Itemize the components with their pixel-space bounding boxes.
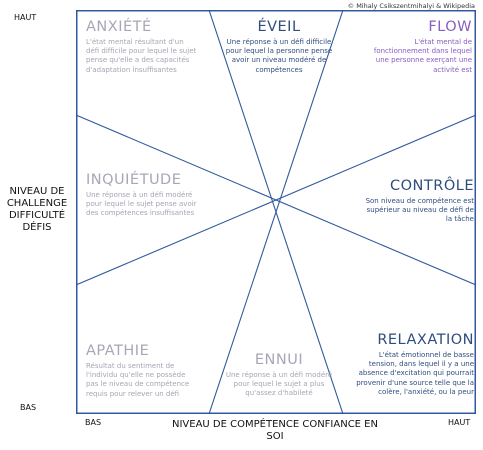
y-axis-low-label: BAS xyxy=(20,403,37,412)
x-axis-high-label: HAUT xyxy=(448,418,471,427)
credit-text: © Mihaly Csikszentmihalyi & Wikipedia xyxy=(347,2,475,10)
zone-flow: FLOW L'état mental de fonctionnement dan… xyxy=(360,19,472,75)
zone-description: Une réponse à un défi modéré pour lequel… xyxy=(86,191,197,218)
x-axis-title: NIVEAU DE COMPÉTENCE CONFIANCE EN SOI xyxy=(172,419,378,442)
zone-title: RELAXATION xyxy=(377,332,474,348)
zone-description: Son niveau de compétence est supérieur a… xyxy=(365,197,474,224)
y-axis-high-label: HAUT xyxy=(14,13,37,22)
zone-controle: CONTRÔLE Son niveau de compétence est su… xyxy=(362,178,474,225)
zone-relaxation: RELAXATION L'état émotionnel de basse te… xyxy=(356,332,474,397)
y-axis-title: NIVEAU DE CHALLENGE DIFFICULTÉ DÉFIS xyxy=(6,186,68,233)
divider-diagonal-2 xyxy=(76,114,476,286)
zone-anxiete: ANXIÉTÉ L'état mental résultant d'un déf… xyxy=(86,19,198,75)
zone-description: L'état émotionnel de basse tension, dans… xyxy=(356,351,474,396)
zone-title: CONTRÔLE xyxy=(390,178,474,194)
zone-description: Une réponse à un défi difficile pour leq… xyxy=(225,38,333,74)
divider-steep-2 xyxy=(208,10,344,414)
zone-title: ÉVEIL xyxy=(257,19,301,35)
zone-eveil: ÉVEIL Une réponse à un défi difficile po… xyxy=(222,19,336,75)
zone-title: FLOW xyxy=(428,19,472,35)
zone-description: L'état mental résultant d'un défi diffic… xyxy=(86,38,197,74)
diagram-frame xyxy=(76,10,476,414)
flow-diagram xyxy=(76,10,476,414)
zone-apathie: APATHIE Résultat du sentiment de l'indiv… xyxy=(86,343,198,399)
x-axis-low-label: BAS xyxy=(85,418,102,427)
zone-title: ENNUI xyxy=(254,352,304,368)
zone-ennui: ENNUI Une réponse à un défi modéré pour … xyxy=(222,352,336,399)
zone-description: Résultat du sentiment de l'individu qu'e… xyxy=(86,362,190,398)
zone-description: L'état mental de fonctionnement dans leq… xyxy=(373,38,472,74)
zone-title: INQUIÉTUDE xyxy=(86,172,182,188)
zone-title: APATHIE xyxy=(86,343,150,359)
zone-inquietude: INQUIÉTUDE Une réponse à un défi modéré … xyxy=(86,172,198,219)
zone-description: Une réponse à un défi modéré pour lequel… xyxy=(225,371,333,398)
zone-title: ANXIÉTÉ xyxy=(86,19,152,35)
